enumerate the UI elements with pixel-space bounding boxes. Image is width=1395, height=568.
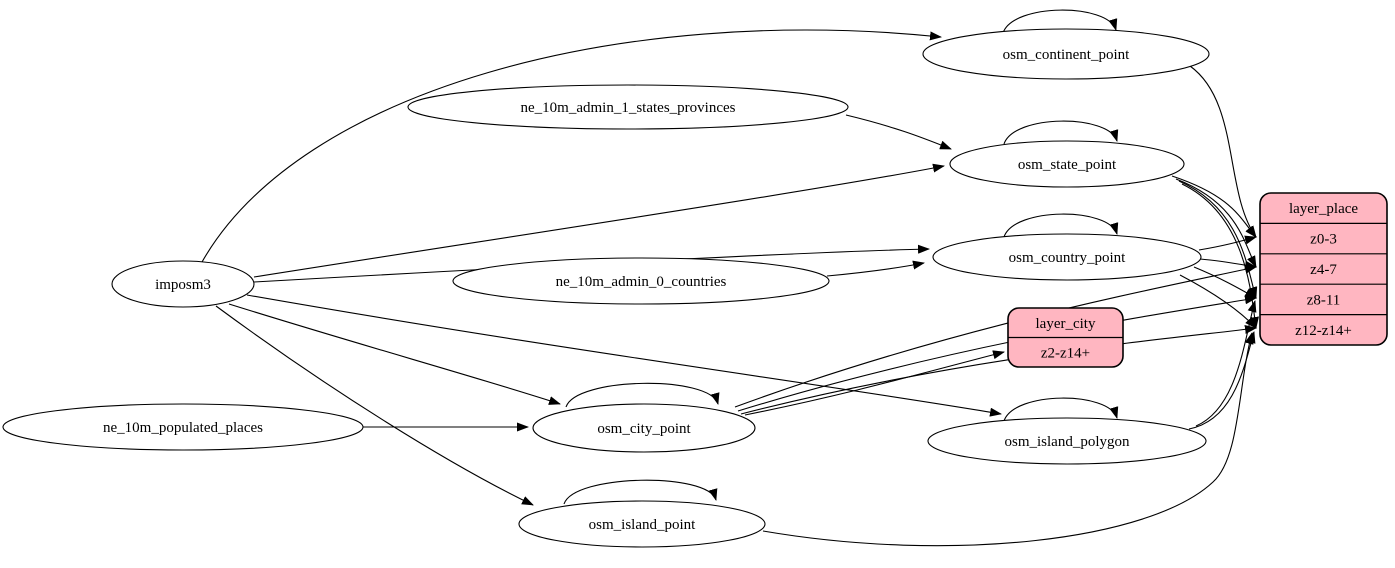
node-ne-10m-admin-0-countries: ne_10m_admin_0_countries xyxy=(452,257,830,305)
self-loop-osm_continent_point xyxy=(1002,9,1118,34)
edge-osm_city_point-layer_place-z12-z14 xyxy=(740,325,1257,415)
osm-island-point-ellipse xyxy=(518,500,766,548)
layer-city-title: layer_city xyxy=(1036,316,1096,332)
node-osm-island-polygon: osm_island_polygon xyxy=(927,417,1207,465)
edge-imposm3-osm_continent_point xyxy=(201,29,942,263)
imposm3-label: imposm3 xyxy=(155,277,211,293)
layer-place-row-z12-z14: z12-z14+ xyxy=(1295,323,1352,339)
edge-osm_country_point-layer_place-z0-3 xyxy=(1198,235,1257,251)
edge-osm_city_point-layer_city-z2-z14 xyxy=(744,350,1005,416)
edge-ne_10m_admin_0_countries-osm_country_point xyxy=(826,260,925,277)
osm-continent-point-ellipse xyxy=(922,28,1210,80)
ne-10m-admin-1-states-provinces-label: ne_10m_admin_1_states_provinces xyxy=(521,100,736,116)
node-layer-place: layer_place z0-3 z4-7 z8-11 z12-z14+ xyxy=(1259,192,1388,346)
edge-osm_state_point-layer_place-z4-7 xyxy=(1175,178,1257,268)
osm-country-point-ellipse xyxy=(932,233,1202,281)
osm-country-point-label: osm_country_point xyxy=(1009,250,1126,266)
osm-island-polygon-label: osm_island_polygon xyxy=(1004,434,1130,450)
node-layer-city: layer_city z2-z14+ xyxy=(1007,307,1124,368)
self-loop-osm_island_polygon xyxy=(1003,397,1119,422)
osm-island-polygon-ellipse xyxy=(927,417,1207,465)
self-loop-osm_country_point xyxy=(1003,213,1119,238)
edge-osm_continent_point-layer_place-z0-3 xyxy=(1189,65,1257,238)
layer-place-box xyxy=(1259,192,1388,346)
node-osm-state-point: osm_state_point xyxy=(949,140,1185,188)
node-imposm3: imposm3 xyxy=(111,260,255,308)
layer-place-row-z4-7: z4-7 xyxy=(1310,262,1337,278)
edge-imposm3-osm_island_point xyxy=(215,305,534,506)
ne-10m-populated-places-ellipse xyxy=(2,403,364,451)
ne-10m-populated-places-label: ne_10m_populated_places xyxy=(103,420,263,436)
node-ne-10m-admin-1-states-provinces: ne_10m_admin_1_states_provinces xyxy=(407,84,849,130)
imposm3-ellipse xyxy=(111,260,255,308)
osm-state-point-ellipse xyxy=(949,140,1185,188)
edge-osm_state_point-layer_place-z8-11 xyxy=(1178,180,1258,299)
edge-group xyxy=(201,9,1259,547)
layer-place-title: layer_place xyxy=(1289,201,1358,217)
edge-osm_state_point-layer_place-z12-z14 xyxy=(1181,183,1259,329)
node-osm-continent-point: osm_continent_point xyxy=(922,28,1210,80)
edge-osm_country_point-layer_place-z12-z14 xyxy=(1179,274,1257,329)
layer-city-row-z2-z14: z2-z14+ xyxy=(1041,346,1090,362)
node-osm-country-point: osm_country_point xyxy=(932,233,1202,281)
osm-state-point-label: osm_state_point xyxy=(1018,157,1117,173)
osm-city-point-label: osm_city_point xyxy=(597,421,691,437)
node-ne-10m-populated-places: ne_10m_populated_places xyxy=(2,403,364,451)
layer-place-row-z0-3: z0-3 xyxy=(1310,232,1337,248)
edge-imposm3-osm_state_point xyxy=(253,163,945,278)
edge-osm_city_point-layer_place-z8-11 xyxy=(737,295,1257,412)
self-loop-osm_state_point xyxy=(1003,120,1119,145)
edge-osm_island_polygon-layer_place-z8-11 xyxy=(1195,300,1257,427)
node-osm-city-point: osm_city_point xyxy=(532,403,756,453)
self-loop-osm_island_point xyxy=(563,479,718,505)
self-loop-osm_city_point xyxy=(565,382,720,408)
ne-10m-admin-1-states-provinces-ellipse xyxy=(407,84,849,130)
node-osm-island-point: osm_island_point xyxy=(518,500,766,548)
edge-ne_10m_admin_1_states_provinces-osm_state_point xyxy=(845,114,952,150)
edge-imposm3-osm_city_point xyxy=(228,303,561,405)
layer-place-row-z8-11: z8-11 xyxy=(1307,292,1341,308)
edge-osm_state_point-layer_place-z0-3 xyxy=(1171,175,1257,238)
osm-city-point-ellipse xyxy=(532,403,756,453)
ne-10m-admin-0-countries-ellipse xyxy=(452,257,830,305)
edge-osm_country_point-layer_place-z4-7 xyxy=(1199,258,1257,270)
edge-osm_island_point-layer_place-z12-z14 xyxy=(762,332,1254,547)
osm-continent-point-label: osm_continent_point xyxy=(1003,47,1130,63)
ne-10m-admin-0-countries-label: ne_10m_admin_0_countries xyxy=(556,274,727,290)
osm-island-point-label: osm_island_point xyxy=(589,517,697,533)
edge-imposm3-osm_island_polygon xyxy=(246,294,1002,417)
